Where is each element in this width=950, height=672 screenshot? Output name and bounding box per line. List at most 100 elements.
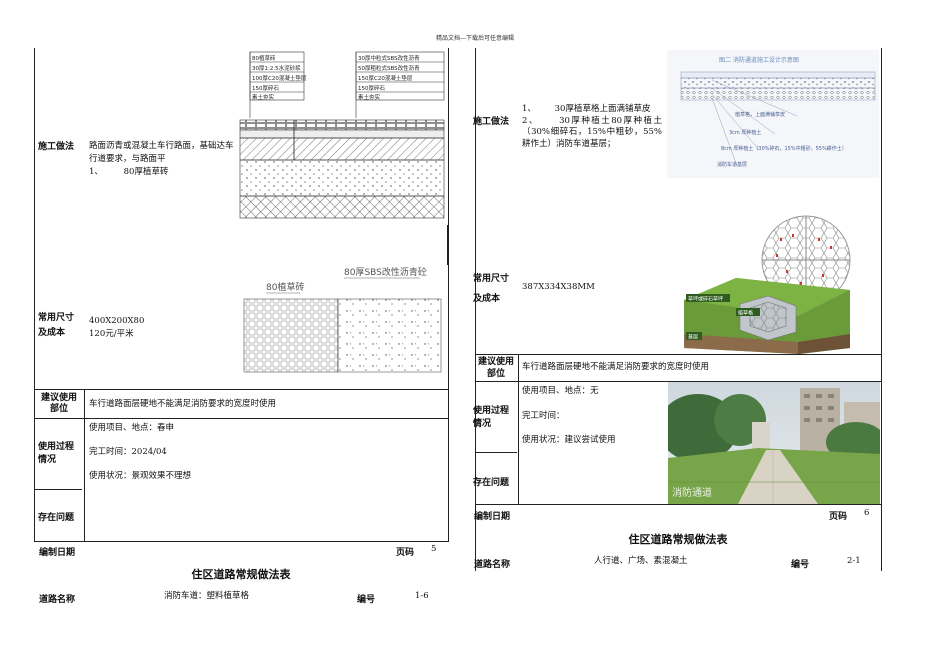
right-page-label: 页码 bbox=[829, 512, 848, 522]
right-line-3 bbox=[475, 452, 517, 453]
left-issue-label: 存在问题 bbox=[38, 513, 75, 523]
left-stack-label-4: 150厚碎石 bbox=[252, 84, 279, 92]
left-stack-label-5: 素土夯实 bbox=[252, 93, 275, 101]
left-usage-project: 使用项目、地点：春申 bbox=[89, 423, 175, 433]
right-item2: 2、 30厚种植土80厚种植土（30%细碎石，15%中粗砂，55%耕作土）消防车… bbox=[522, 116, 662, 151]
right-line-4 bbox=[475, 504, 881, 505]
left-leader-stack: 80植草砖 30厚1:2.5水泥砂浆 100厚C20混凝土垫层 150厚碎石 素… bbox=[249, 51, 307, 118]
right-stack-label-2: 50厚粗粒式SBS改性沥青 bbox=[358, 64, 420, 72]
left-size-value: 400X200X80 bbox=[89, 316, 145, 326]
right-issue-label: 存在问题 bbox=[473, 478, 510, 488]
right-col-divider bbox=[518, 354, 519, 504]
left-border-right bbox=[448, 48, 449, 542]
left-position-label: 建议使用 部位 bbox=[36, 393, 82, 415]
right-construction-label: 施工做法 bbox=[473, 117, 510, 127]
right-construction-text: 1、 30厚植草格上面满铺草皮 2、 30厚种植土80厚种植土（30%细碎石，1… bbox=[522, 104, 662, 150]
right-drawing-label-1: 植草格，上面满铺草皮 bbox=[735, 111, 785, 118]
left-road-label: 道路名称 bbox=[39, 595, 76, 605]
right-stack-label-5: 素土夯实 bbox=[358, 93, 381, 101]
right-item1-no: 1、 bbox=[522, 104, 536, 114]
right-position-label-1: 建议使用 bbox=[477, 357, 514, 367]
right-stack-label-4: 150厚碎石 bbox=[358, 84, 385, 92]
left-line-3 bbox=[34, 489, 82, 490]
right-leader-stack: 30厚中粒式SBS改性沥青 50厚粗粒式SBS改性沥青 150厚C20混凝土垫层… bbox=[355, 51, 445, 118]
right-line-2 bbox=[475, 381, 881, 382]
left-date-label: 编制日期 bbox=[39, 548, 76, 558]
left-stack-label-3: 100厚C20混凝土垫层 bbox=[252, 74, 307, 82]
right-stack-label-1: 30厚中粒式SBS改性沥青 bbox=[358, 54, 420, 62]
left-page-number: 5 bbox=[431, 544, 437, 554]
grid-label-paver: 植草格 bbox=[738, 310, 753, 317]
left-position-label-1: 建议使用 bbox=[40, 393, 77, 403]
left-number-label: 编号 bbox=[357, 595, 376, 605]
plan-label-paver: 80植草砖 bbox=[266, 281, 304, 293]
right-size-label-1: 常用尺寸 bbox=[473, 274, 510, 284]
left-stack-label-1: 80植草砖 bbox=[252, 54, 276, 62]
right-size-label-2: 及成本 bbox=[473, 294, 501, 304]
right-stack-label-3: 150厚C20混凝土垫层 bbox=[358, 74, 413, 82]
left-usage-label-1: 使用过程 bbox=[38, 442, 75, 452]
left-border-left bbox=[34, 48, 35, 542]
left-line-2 bbox=[34, 418, 448, 419]
left-line-1 bbox=[34, 389, 448, 390]
right-number-value: 2-1 bbox=[847, 556, 861, 566]
right-drawing-label-2: 3cm 厚种植土 bbox=[729, 129, 761, 136]
left-size-values: 400X200X80 120元/平米 bbox=[89, 315, 144, 341]
left-right-edge-short bbox=[447, 225, 448, 265]
right-size-label: 常用尺寸 及成本 bbox=[473, 269, 509, 309]
right-drawing-title: 图二 消防通道施工设计示意图 bbox=[719, 56, 799, 64]
right-number-label: 编号 bbox=[791, 560, 810, 570]
left-item1-text: 80厚植草砖 bbox=[123, 167, 169, 177]
right-road-value: 人行道、广场、素混凝土 bbox=[594, 556, 688, 566]
section-layers bbox=[239, 119, 445, 219]
left-size-label-1: 常用尺寸 bbox=[38, 313, 75, 323]
right-section-drawing: 图二 消防通道施工设计示意图 植草格，上面满铺草皮 3cm 厚种植土 8cm 厚… bbox=[667, 50, 879, 178]
grid-label-lawn: 草坪或碎石草坪 bbox=[688, 296, 723, 303]
left-usage-status: 使用状况：景观效果不理想 bbox=[89, 471, 192, 481]
right-grid-illustration: 草坪或碎石草坪 植草格 基层 bbox=[684, 215, 851, 354]
left-cost-value: 120元/平米 bbox=[89, 329, 134, 339]
right-photo: 消防通道 bbox=[668, 382, 880, 504]
right-table-title: 住区道路常规做法表 bbox=[628, 533, 728, 546]
left-position-text: 车行道路面层硬地不能满足消防要求的宽度时使用 bbox=[89, 399, 277, 409]
left-position-label-2: 部位 bbox=[49, 404, 68, 414]
left-page-label: 页码 bbox=[396, 548, 415, 558]
left-construction-text: 路面沥青或混凝土车行路面，基础达车行道要求，与路面平 1、 80厚植草砖 bbox=[89, 140, 239, 179]
right-usage-label-1: 使用过程 bbox=[473, 406, 510, 416]
right-item1-text: 30厚植草格上面满铺草皮 bbox=[554, 104, 651, 114]
left-table-title: 住区道路常规做法表 bbox=[191, 568, 291, 581]
left-plan-drawing: 80植草砖 80厚SBS改性沥青砼 bbox=[243, 266, 442, 373]
right-position-label: 建议使用 部位 bbox=[475, 356, 517, 380]
right-position-text: 车行道路面层硬地不能满足消防要求的宽度时使用 bbox=[522, 362, 710, 372]
left-stack-label-2: 30厚1:2.5水泥砂浆 bbox=[252, 64, 301, 72]
left-line-4 bbox=[34, 541, 448, 542]
left-usage-label-2: 情况 bbox=[38, 455, 57, 465]
left-section-drawing: 80植草砖 30厚1:2.5水泥砂浆 100厚C20混凝土垫层 150厚碎石 素… bbox=[239, 51, 445, 219]
right-usage-label: 使用过程 情况 bbox=[473, 405, 509, 431]
right-position-label-2: 部位 bbox=[486, 369, 505, 379]
right-date-label: 编制日期 bbox=[474, 512, 511, 522]
right-item2-no: 2、 bbox=[522, 115, 539, 126]
right-usage-label-2: 情况 bbox=[473, 419, 492, 429]
left-usage-label: 使用过程 情况 bbox=[38, 441, 74, 467]
right-border-right bbox=[881, 48, 882, 571]
right-drawing-label-3: 8cm 厚种植土（30%碎石，15%中粗砂，55%耕作土） bbox=[721, 145, 847, 152]
photo-caption: 消防通道 bbox=[672, 486, 712, 499]
grid-label-base: 基层 bbox=[688, 334, 698, 341]
plan-label-asphalt: 80厚SBS改性沥青砼 bbox=[344, 266, 427, 278]
left-construction-label: 施工做法 bbox=[38, 142, 75, 152]
right-size-value: 387X334X38MM bbox=[522, 282, 595, 292]
right-line-1 bbox=[475, 354, 881, 355]
right-usage-project: 使用项目、地点：无 bbox=[522, 386, 599, 396]
right-drawing-label-4: 消防车道基层 bbox=[717, 161, 747, 168]
right-item2-text: 30厚种植土80厚种植土（30%细碎石，15%中粗砂，55%耕作土）消防车道基层… bbox=[522, 115, 662, 149]
left-usage-completion: 完工时间：2024/04 bbox=[89, 447, 167, 457]
right-usage-completion: 完工时间： bbox=[522, 411, 565, 421]
right-road-label: 道路名称 bbox=[474, 560, 511, 570]
left-item1-no: 1、 bbox=[89, 167, 103, 177]
left-col-divider bbox=[84, 389, 85, 542]
left-construction-desc: 路面沥青或混凝土车行路面，基础达车行道要求，与路面平 bbox=[89, 141, 234, 164]
left-size-label-2: 及成本 bbox=[38, 328, 66, 338]
left-road-value: 消防车道：塑料植草格 bbox=[164, 591, 250, 601]
right-border-left bbox=[475, 48, 476, 571]
